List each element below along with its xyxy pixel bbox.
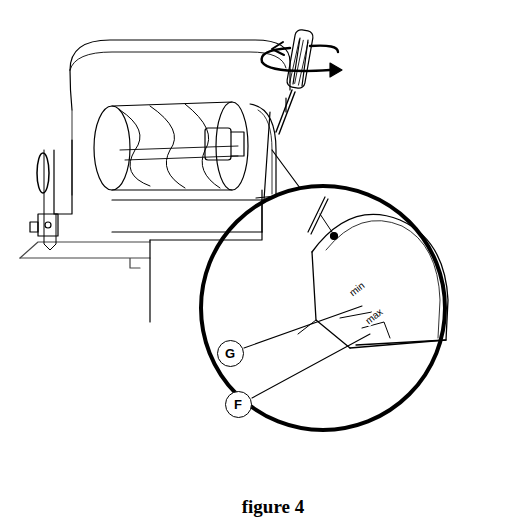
- callout-letter: F: [234, 398, 242, 411]
- level-mark: min: [347, 280, 367, 299]
- level-mark: max: [363, 306, 386, 327]
- callout-letter: G: [225, 347, 235, 360]
- figure-caption: figure 4: [242, 497, 304, 516]
- callout-circle: G: [217, 340, 244, 367]
- callout-circle: F: [225, 391, 252, 418]
